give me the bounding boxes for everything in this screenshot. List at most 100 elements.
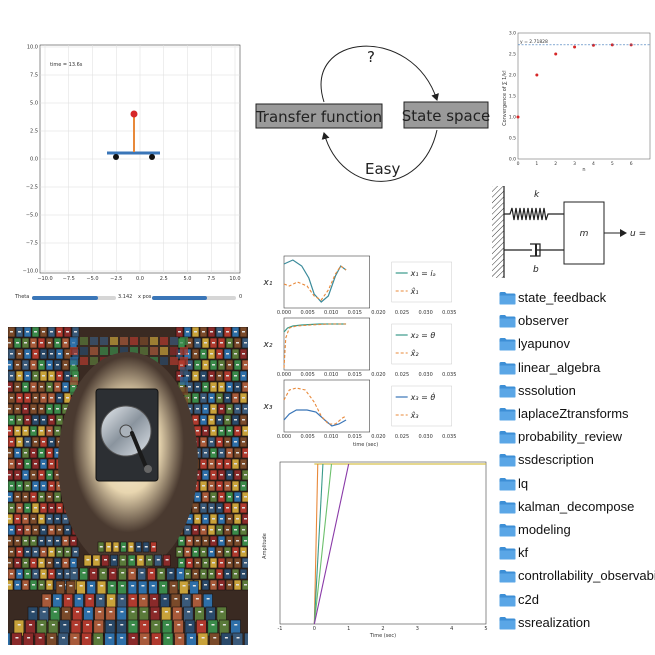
- folder-item[interactable]: ssdescription: [494, 450, 655, 470]
- xpos-slider[interactable]: [152, 296, 236, 300]
- folder-name: modeling: [518, 522, 571, 537]
- folder-name: kalman_decompose: [518, 498, 635, 514]
- state-xtick: 0.035: [442, 372, 456, 378]
- state-true-line: [283, 409, 347, 427]
- folder-name: linear_algebra: [518, 359, 601, 375]
- step-ylabel: Amplitude: [262, 533, 268, 559]
- state-space-box: [403, 101, 489, 129]
- convergence-xtick: 5: [611, 161, 614, 167]
- wall: [492, 186, 504, 278]
- convergence-point: [554, 52, 558, 56]
- theta-slider-label: Theta: [15, 294, 30, 300]
- state-true-line: [283, 323, 347, 333]
- xpos-slider-label: x pos: [138, 294, 152, 300]
- folder-name: ssdescription: [518, 452, 594, 468]
- state-xtick: 0.000: [277, 310, 291, 316]
- folder-item[interactable]: kf: [494, 543, 655, 563]
- folder-item[interactable]: observer: [494, 311, 655, 331]
- folder-item[interactable]: sssolution: [494, 381, 655, 401]
- cartpole-ytick: 10.0: [27, 45, 38, 51]
- state-xtick: 0.020: [371, 310, 385, 316]
- folder-icon: [499, 547, 516, 560]
- folder-icon: [499, 338, 516, 351]
- folder-item[interactable]: modeling: [494, 520, 655, 540]
- convergence-ytick: 2.0: [509, 73, 516, 79]
- state-xtick: 0.030: [418, 372, 432, 378]
- state-ylabel: x₁: [263, 278, 273, 288]
- folder-name: sssolution: [518, 382, 576, 398]
- state-xtick: 0.005: [300, 434, 314, 440]
- state-axes-3: [283, 379, 370, 433]
- cartpole-xtick: 2.5: [160, 276, 168, 282]
- folder-name: laplaceZtransforms: [518, 406, 629, 421]
- step-response-line: [313, 463, 333, 625]
- state-xtick: 0.010: [324, 372, 338, 378]
- cartpole-xtick: 10.0: [229, 276, 240, 282]
- convergence-xlabel: n: [582, 167, 585, 173]
- cartpole-grid: [40, 45, 240, 273]
- step-axes: [279, 461, 487, 625]
- state-xtick: 0.015: [348, 372, 362, 378]
- legend-true: x₃ = θ̇: [410, 392, 436, 402]
- folder-item[interactable]: controllability_observability: [494, 566, 655, 586]
- folder-name: controllability_observability: [518, 568, 655, 584]
- folder-icon: [499, 454, 516, 467]
- folder-icon: [499, 315, 516, 328]
- state-xtick: 0.025: [395, 372, 409, 378]
- folder-item[interactable]: lyapunov: [494, 334, 655, 354]
- folder-name: lq: [518, 475, 529, 491]
- cartpole-ytick: 7.5: [30, 73, 38, 79]
- legend-true: x₂ = θ: [410, 331, 436, 340]
- cartpole-xtick: −10.0: [37, 276, 52, 282]
- question-mark: ?: [367, 48, 375, 66]
- legend-true: x₁ = iₐ: [410, 269, 436, 278]
- state-legend: [391, 323, 452, 365]
- step-xtick: 4: [450, 626, 453, 632]
- state-xtick: 0.000: [277, 434, 291, 440]
- cartpole-xtick: −7.5: [63, 276, 75, 282]
- cart-wheel-left: [113, 154, 119, 160]
- hard-drive-library-image: [8, 327, 248, 645]
- state-xtick: 0.030: [418, 310, 432, 316]
- folder-item[interactable]: ssrealization: [494, 613, 655, 633]
- state-xtick: 0.015: [348, 434, 362, 440]
- folder-item[interactable]: lq: [494, 474, 655, 494]
- state-xtick: 0.005: [300, 372, 314, 378]
- convergence-ytick: 0.0: [509, 157, 516, 163]
- convergence-ytick: 2.5: [509, 52, 516, 58]
- folder-item[interactable]: linear_algebra: [494, 358, 655, 378]
- folder-item[interactable]: probability_review: [494, 427, 655, 447]
- convergence-point: [591, 43, 595, 47]
- folder-item[interactable]: laplaceZtransforms: [494, 404, 655, 424]
- arrow-top: [320, 45, 439, 103]
- step-xtick: 2: [381, 626, 384, 632]
- folder-name: state_feedback: [518, 290, 607, 305]
- step-response-line: [313, 463, 324, 625]
- step-response-line: [313, 463, 350, 625]
- folder-list: state_feedback observer lyapunov linear_…: [494, 288, 655, 638]
- state-xtick: 0.010: [324, 434, 338, 440]
- easy-label: Easy: [365, 160, 400, 178]
- theta-slider[interactable]: [32, 296, 116, 300]
- spring-k-label: k: [534, 190, 540, 200]
- state-xlabel: time (sec): [353, 442, 378, 448]
- folder-name: ssrealization: [518, 614, 591, 630]
- cartpole-ytick: −7.5: [26, 241, 38, 247]
- state-legend: [391, 385, 452, 427]
- state-space-label: State space: [402, 107, 490, 125]
- step-xtick: 1: [347, 626, 350, 632]
- cartpole-ytick: 5.0: [30, 101, 38, 107]
- cartpole-ytick: −2.5: [26, 185, 38, 191]
- limit-annotation: y = 2.71828: [520, 39, 548, 45]
- step-xtick: 3: [416, 626, 419, 632]
- folder-item[interactable]: kalman_decompose: [494, 497, 655, 517]
- damper-b-label: b: [533, 265, 539, 275]
- folder-icon: [499, 431, 516, 444]
- folder-item[interactable]: state_feedback: [494, 288, 655, 308]
- state-legend: [391, 261, 452, 303]
- folder-item[interactable]: c2d: [494, 590, 655, 610]
